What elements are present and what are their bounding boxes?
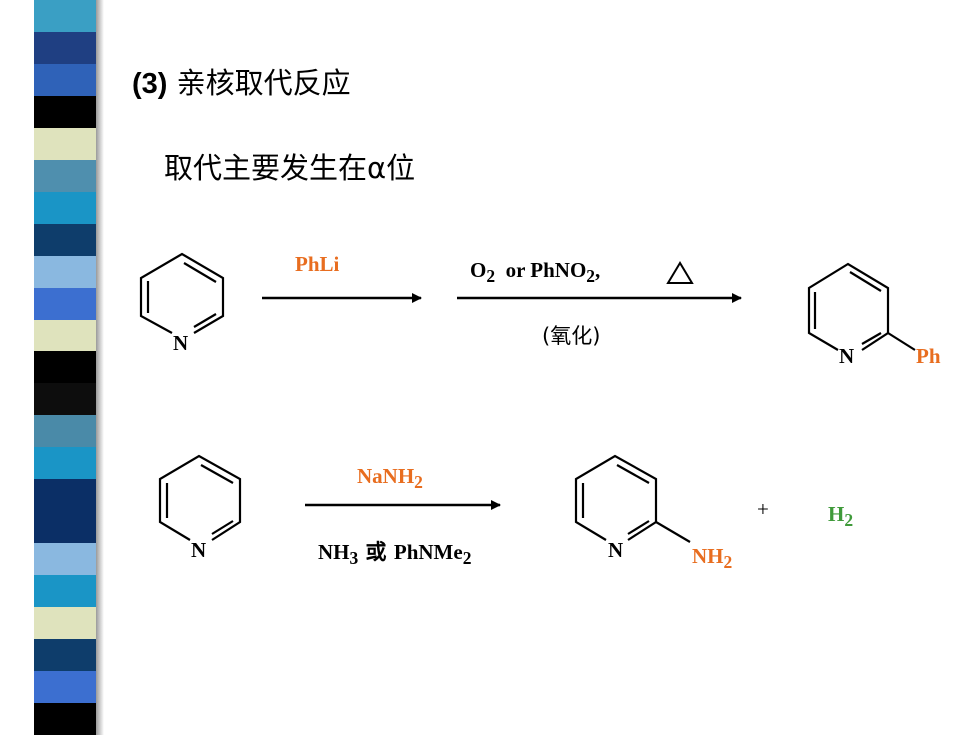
stripe-segment [34,159,96,192]
nitrogen-atom-label: N [839,344,855,368]
stripe-segment [34,287,96,320]
oxidation-condition: (氧化) [542,324,601,348]
pyridine-ring-reactant-2 [158,454,242,541]
pyridine-ring-reactant-1 [139,252,225,334]
section-heading: (3) 亲核取代反应 [132,60,351,102]
heading-number: (3) [132,68,168,100]
decorative-stripe-bar [34,0,96,735]
stripe-segment [34,319,96,352]
stripe-segment [34,702,96,735]
reagent-phli: PhLi [295,252,340,276]
plus-sign: + [757,497,769,521]
stripe-segment [34,63,96,96]
stripe-segment [34,95,96,128]
stripe-segment [34,255,96,288]
solvent-label: NH3 或 PhNMe2 [318,540,472,569]
phenyl-substituent: Ph [916,344,941,368]
pyridine-ring-product-1 [807,262,916,351]
pyridine-ring-product-2 [574,454,691,543]
stripe-segment [34,223,96,256]
stripe-segment [34,511,96,544]
section-subheading: 取代主要发生在α位 [164,151,416,185]
stripe-segment [34,191,96,224]
stripe-segment [34,383,96,416]
nitrogen-atom-label: N [191,538,207,562]
stripe-segment [34,639,96,672]
hydrogen-byproduct: H2 [828,502,854,531]
reagent-nanh2: NaNH2 [357,464,423,493]
stripe-segment [34,447,96,480]
stripe-segment [34,607,96,640]
stripe-segment [34,671,96,703]
nitrogen-atom-label: N [608,538,624,562]
stripe-segment [34,543,96,576]
stripe-segment [34,415,96,448]
heading-text: 亲核取代反应 [167,66,351,100]
triangle-icon [666,261,694,284]
stripe-segment [34,575,96,608]
stripe-segment [34,31,96,64]
stripe-segment [34,0,96,32]
amino-substituent: NH2 [692,544,733,573]
nitrogen-atom-label: N [173,331,189,355]
stripe-segment [34,127,96,160]
stripe-segment [34,479,96,512]
stripe-segment [34,351,96,384]
reagent-oxidant: O2 or PhNO2, [470,258,601,287]
stripe-bar-shadow [96,0,104,735]
